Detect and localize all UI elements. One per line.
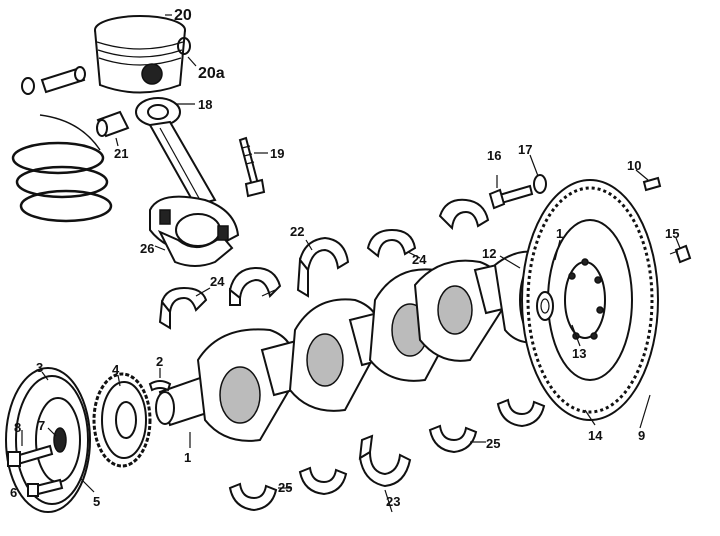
label-24-left: 24 [210,274,225,289]
pilot-bearing-13 [536,291,554,321]
label-15: 15 [665,226,679,241]
thrust-shells-24 [158,266,282,330]
bolt-15 [669,244,692,264]
woodruff-key [148,380,172,392]
bearing-shell-23 [358,434,412,488]
label-13: 13 [572,346,586,361]
label-10: 10 [627,158,641,173]
timing-sprocket [92,372,152,468]
bearing-shell-24-center [366,228,417,258]
label-23: 23 [386,494,400,509]
bearing-shell-24-right [438,198,490,231]
label-9: 9 [638,428,645,443]
label-7: 7 [38,418,45,433]
flywheel-bolt-16 [488,184,534,210]
dowel-10 [642,176,662,192]
label-5: 5 [93,494,100,509]
label-20a: 20a [198,65,225,82]
label-6: 6 [10,485,17,500]
pulley-bolt-6 [27,478,64,497]
rod-bolt [238,136,266,198]
crankshaft [155,250,577,442]
piston-pin-circlip-20a [177,37,191,55]
label-24-right: 24 [412,252,427,267]
label-4: 4 [112,362,120,377]
bearing-shell-22 [296,236,350,298]
label-17: 17 [518,142,532,157]
label-21: 21 [114,146,128,161]
label-22: 22 [290,224,304,239]
bearing-shell-25-left [228,466,348,512]
label-18: 18 [198,97,212,112]
label-26: 26 [140,241,154,256]
label-20: 20 [174,7,192,24]
label-19: 19 [270,146,284,161]
label-1-flywheel: 1 [556,226,563,241]
pulley-bolt-8 [7,444,54,467]
washer-17 [533,174,547,194]
connecting-rod [135,97,240,267]
label-16: 16 [487,148,501,163]
label-25-left: 25 [278,480,292,495]
crank-pulley [5,367,91,513]
label-2: 2 [156,354,163,369]
bearing-shell-25-right [428,398,546,454]
label-3: 3 [36,360,43,375]
label-1-crank: 1 [184,450,191,465]
piston-pin-circlip-left [21,77,35,95]
piston-rings [11,114,113,223]
small-end-bushing [96,110,130,138]
label-25-right: 25 [486,436,500,451]
label-14: 14 [588,428,603,443]
piston-pin [40,66,86,94]
label-8: 8 [14,420,21,435]
label-12: 12 [482,246,496,261]
flywheel [521,179,659,421]
piston [94,15,186,94]
